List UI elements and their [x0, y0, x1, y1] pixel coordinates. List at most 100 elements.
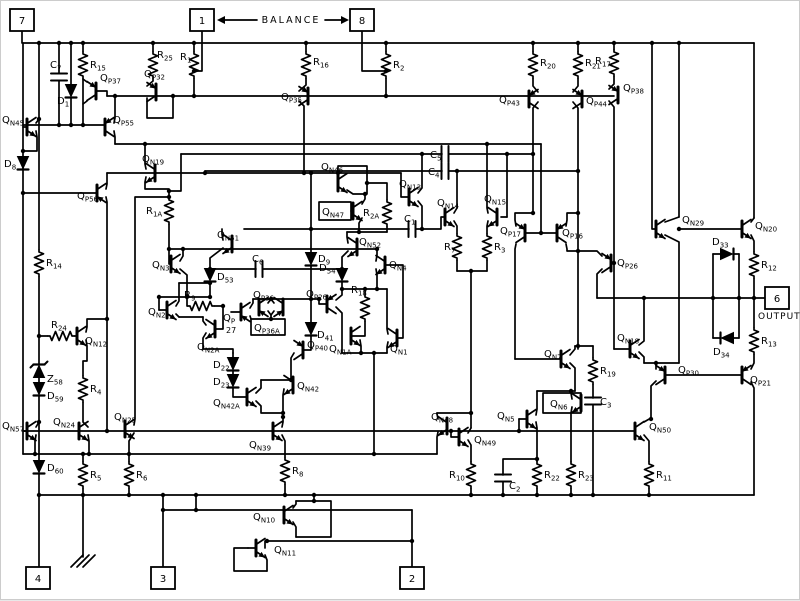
component-QP21: QP21	[740, 364, 771, 388]
component-C5: C5	[430, 145, 450, 163]
svg-text:QP16: QP16	[562, 228, 584, 241]
component-QN11: QN11	[254, 537, 296, 559]
component-QN13: QN13	[399, 179, 421, 208]
component-QN45: QN45	[2, 115, 37, 138]
component-QP40: QP40	[293, 339, 328, 361]
output-label: OUTPUT	[758, 312, 800, 322]
component-R24: R24	[47, 320, 75, 342]
svg-text:R8: R8	[292, 466, 303, 479]
component-D9: D9	[304, 252, 330, 267]
component-QN51: QN51	[217, 230, 239, 255]
svg-text:D23: D23	[213, 377, 230, 390]
svg-text:R22: R22	[544, 470, 560, 483]
component-R22: R22	[531, 461, 560, 489]
component-QN42A: QN42A	[213, 386, 257, 411]
svg-text:1: 1	[199, 16, 205, 27]
component-QN57: QN57	[2, 420, 37, 442]
component-QN10: QN10	[253, 504, 294, 526]
svg-text:R12: R12	[761, 260, 777, 273]
boxed-labels: QP36A	[254, 323, 280, 336]
component-QN15: QN15	[484, 194, 506, 228]
svg-text:C2: C2	[509, 481, 520, 494]
component-R7: R7	[444, 233, 463, 261]
component-R17: R17	[595, 49, 620, 77]
svg-text:QN1A: QN1A	[329, 344, 352, 357]
svg-text:QN15: QN15	[484, 194, 506, 207]
svg-text:QP43: QP43	[499, 95, 520, 108]
component-C3: C3	[584, 396, 611, 410]
pin-8: 8	[349, 8, 375, 32]
svg-text:QN47: QN47	[322, 207, 344, 220]
svg-text:R21: R21	[585, 58, 601, 71]
svg-text:QN5: QN5	[497, 411, 515, 424]
component-R13: R13	[748, 327, 777, 355]
component-QN20: QN20	[740, 218, 777, 240]
svg-text:QN52: QN52	[359, 237, 381, 250]
component-QN25: QN25	[114, 412, 136, 440]
svg-text:R11: R11	[656, 470, 672, 483]
component-QN50: QN50	[633, 420, 671, 442]
svg-text:QN10: QN10	[253, 512, 275, 525]
svg-text:R1: R1	[180, 52, 191, 65]
component-Z58: Z58	[29, 360, 63, 387]
svg-text:R5: R5	[90, 470, 101, 483]
svg-text:QN12: QN12	[85, 336, 107, 349]
component-R23: R23	[565, 461, 594, 489]
component-QP26: QP26	[306, 289, 337, 315]
component-QN1A: QN1A	[329, 325, 361, 357]
svg-text:QP21: QP21	[750, 375, 771, 388]
component-D33: D33	[712, 237, 735, 261]
junction-dots	[20, 40, 757, 544]
svg-text:C4: C4	[428, 167, 440, 180]
component-R20: R20	[527, 51, 556, 79]
svg-text:QP17: QP17	[500, 226, 521, 239]
component-QP17: QP17	[500, 222, 527, 244]
component-QN6: QN6	[550, 392, 583, 414]
pin-4: 4	[25, 566, 51, 590]
svg-text:C3: C3	[600, 397, 611, 410]
svg-text:R6: R6	[136, 470, 148, 483]
component-R14: R14	[33, 249, 62, 277]
component-QN14: QN14	[437, 198, 460, 228]
svg-text:QN3: QN3	[152, 260, 170, 273]
svg-text:8: 8	[359, 16, 365, 27]
svg-text:R2A: R2A	[363, 208, 379, 221]
svg-text:QN42A: QN42A	[213, 398, 240, 411]
svg-text:C6: C6	[252, 254, 264, 267]
component-R3: R3	[481, 233, 505, 261]
component-R1A: R1A	[146, 197, 175, 225]
component-QN2: QN2	[148, 299, 177, 321]
component-D59: D59	[32, 382, 64, 404]
svg-text:QN57: QN57	[2, 421, 24, 434]
svg-text:R10: R10	[449, 470, 465, 483]
svg-text:D22: D22	[213, 360, 230, 373]
component-QN1: QN1	[387, 327, 408, 357]
svg-text:R19: R19	[600, 366, 616, 379]
component-QP37: QP37	[86, 73, 121, 102]
svg-text:QN24: QN24	[53, 417, 76, 430]
component-QP38: QP38	[608, 83, 644, 106]
component-D34: D34	[713, 331, 734, 360]
component-QP43: QP43	[499, 88, 539, 110]
component-QN5: QN5	[497, 408, 537, 430]
component-QP36B	[273, 296, 285, 318]
svg-text:R24: R24	[51, 320, 67, 333]
svg-text:QP36: QP36	[253, 290, 275, 303]
svg-text:QP26: QP26	[617, 258, 639, 271]
svg-text:QN48: QN48	[431, 412, 453, 425]
component-C6: C6	[252, 254, 264, 278]
svg-text:2: 2	[409, 574, 415, 585]
component-C2: C2	[494, 473, 520, 494]
component-QN12: QN12	[75, 325, 107, 349]
component-R16: R16	[300, 51, 329, 79]
component-R12: R12	[748, 251, 777, 279]
svg-text:C7: C7	[50, 60, 61, 73]
component-QN2A: QN2A	[197, 318, 220, 355]
svg-text:R16: R16	[313, 57, 329, 70]
svg-text:QP: QP	[223, 313, 235, 326]
svg-text:C5: C5	[430, 150, 441, 163]
svg-text:R14: R14	[46, 258, 62, 271]
svg-text:4: 4	[35, 574, 41, 585]
